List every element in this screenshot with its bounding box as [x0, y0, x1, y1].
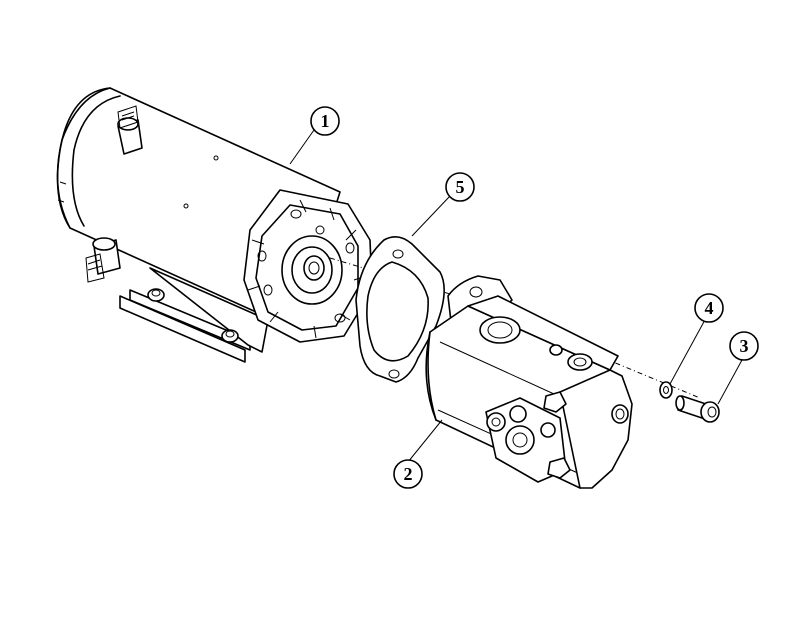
hex-plug-icon: [547, 457, 571, 479]
callout-3: 3: [729, 331, 759, 361]
callout-1: 1: [310, 106, 340, 136]
pump-end-cover: [559, 369, 633, 489]
gasket: [355, 236, 445, 383]
washer: [659, 381, 673, 399]
motor-assembly: [56, 87, 373, 363]
hex-plug-icon: [543, 391, 567, 413]
pump-assembly: [425, 275, 633, 489]
terminal-stud-top-icon: [117, 105, 143, 155]
callout-5-label: 5: [456, 177, 465, 197]
callout-5: 5: [445, 172, 475, 202]
callout-3-label: 3: [740, 336, 749, 356]
callout-4-label: 4: [705, 298, 714, 318]
bolt: [675, 395, 720, 423]
callout-2: 2: [393, 459, 423, 489]
bracket-nut-icon: [147, 288, 165, 302]
callout-2-label: 2: [404, 464, 413, 484]
bolt-head-icon: [700, 401, 720, 423]
terminal-stud-bottom-icon: [85, 237, 121, 283]
callout-4: 4: [694, 293, 724, 323]
gasket-hole-icon: [388, 369, 400, 379]
valve-port-icon: [509, 405, 527, 423]
leader-lines: [289, 129, 743, 463]
bracket-nut-icon: [221, 329, 239, 343]
gasket-hole-icon: [392, 249, 404, 259]
valve-port-icon: [505, 425, 535, 455]
valve-port-icon: [486, 412, 506, 432]
callout-1-label: 1: [321, 111, 330, 131]
top-port-icon: [479, 316, 521, 344]
motor-mount-bracket: [119, 295, 246, 363]
motor-shaft-icon: [303, 255, 325, 281]
